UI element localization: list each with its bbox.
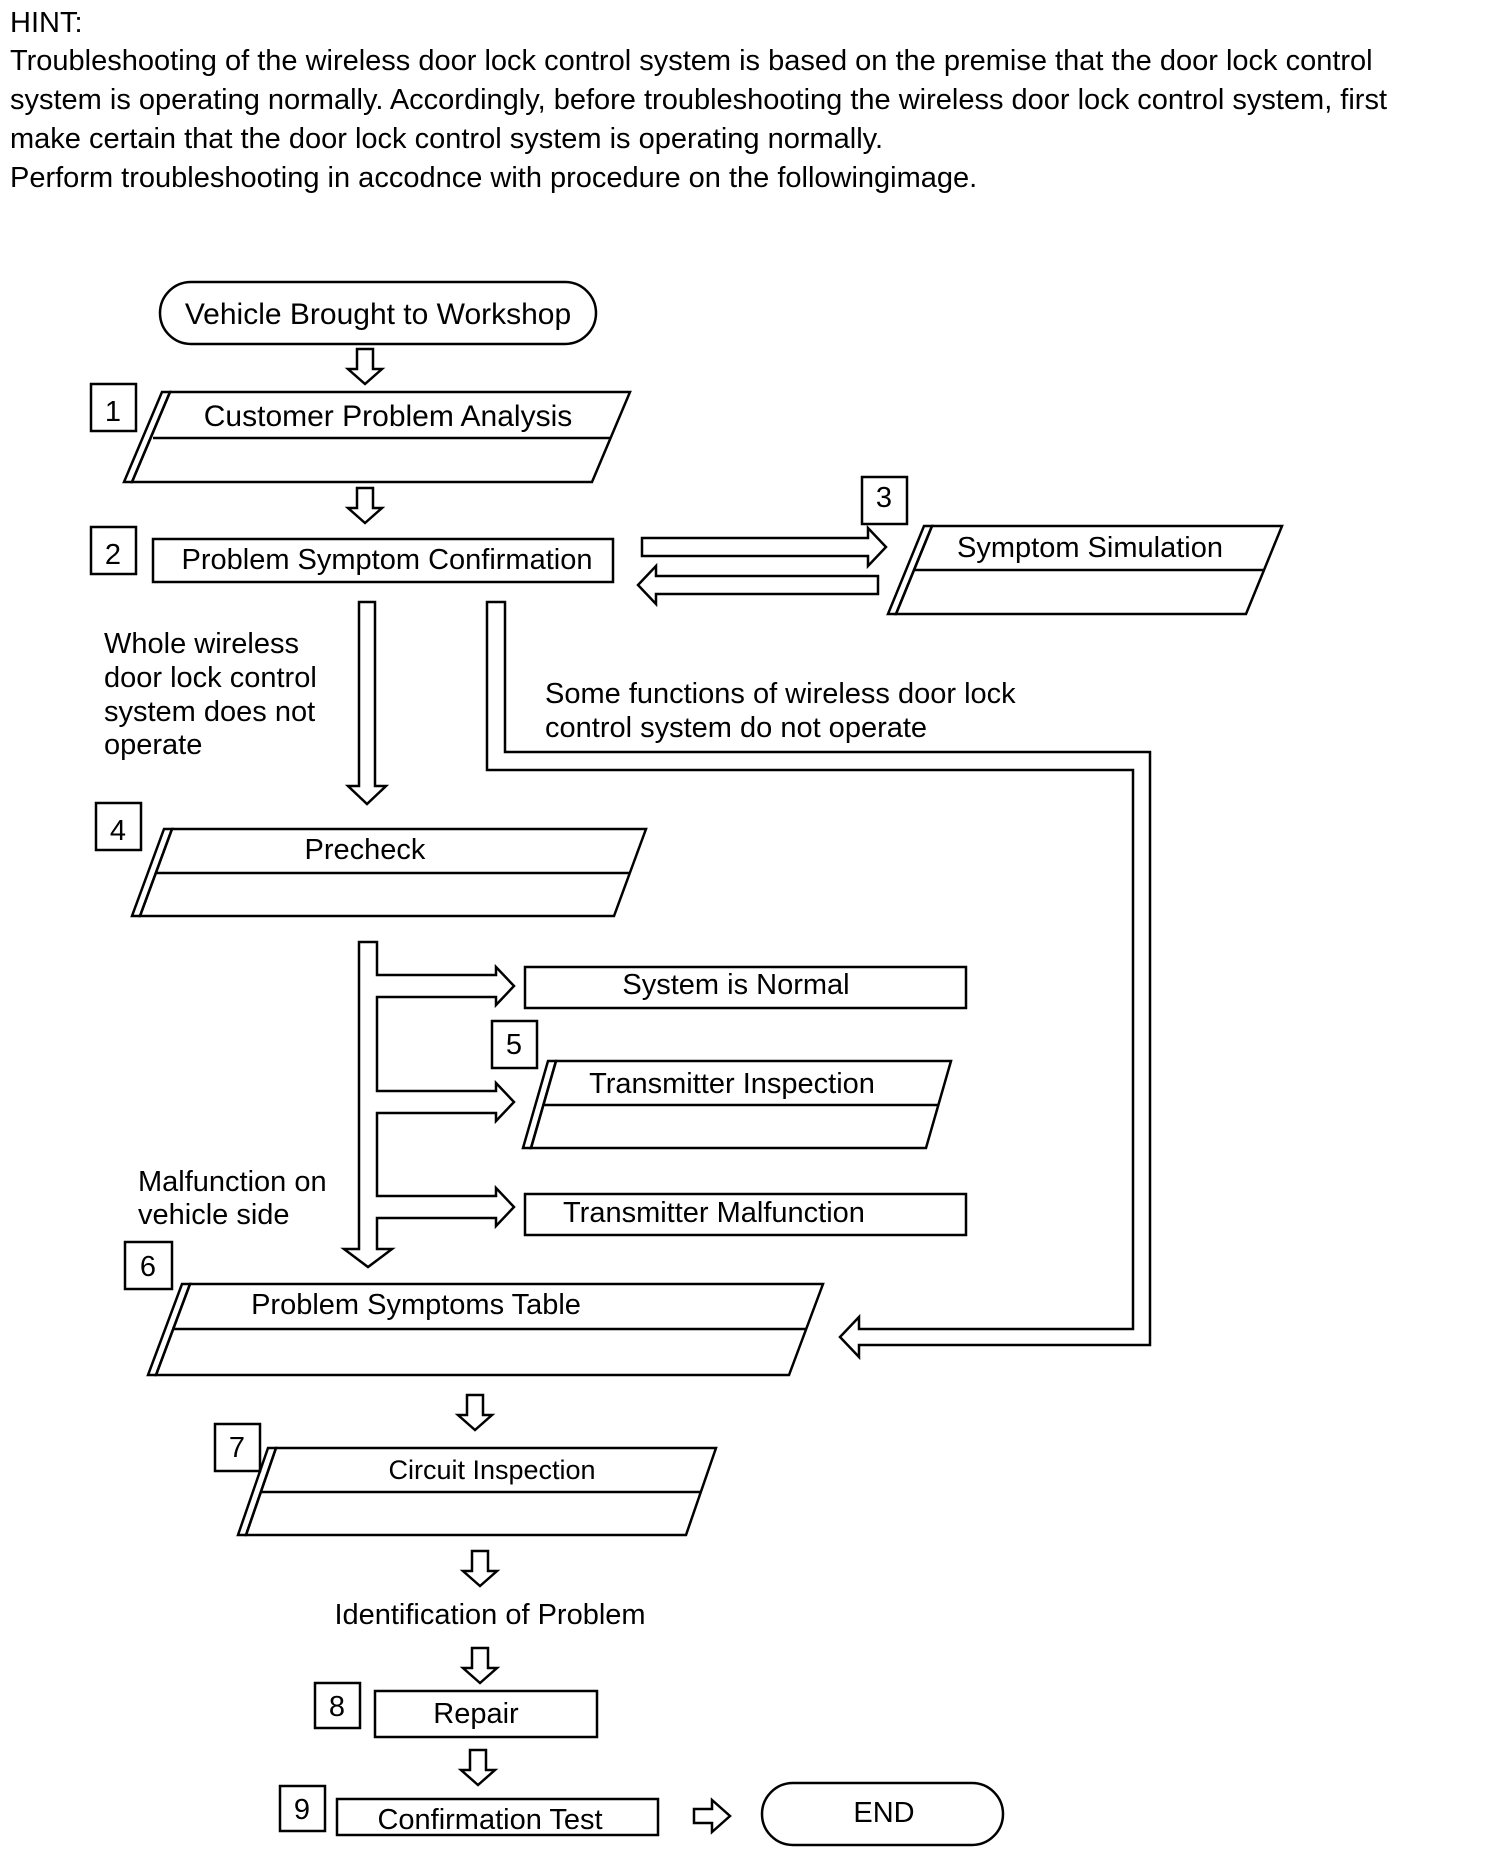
step-number-5 bbox=[490, 1019, 539, 1070]
branch-whole-line-3: system does not bbox=[104, 696, 315, 728]
step-3-label: Symptom Simulation bbox=[957, 532, 1223, 564]
branch-vehicle-line-2: vehicle side bbox=[138, 1199, 290, 1231]
step-number-3-label: 3 bbox=[876, 482, 892, 514]
down-arrow-icon bbox=[459, 1646, 501, 1685]
precheck-trunk bbox=[340, 940, 516, 1269]
step-number-4 bbox=[94, 801, 143, 852]
right-arrow-icon bbox=[640, 524, 888, 570]
step-8-box bbox=[373, 1689, 599, 1739]
step-number-2 bbox=[89, 525, 138, 576]
down-arrow-icon bbox=[344, 600, 390, 806]
step-number-5-label: 5 bbox=[506, 1029, 522, 1061]
step-8-label: Repair bbox=[433, 1698, 519, 1730]
branch-some-line-2: control system do not operate bbox=[545, 712, 927, 744]
start-terminator bbox=[158, 280, 598, 346]
step-1-label: Customer Problem Analysis bbox=[204, 400, 572, 433]
step-number-7-label: 7 bbox=[229, 1432, 245, 1464]
end-label: END bbox=[853, 1797, 914, 1829]
down-arrow-icon bbox=[344, 486, 386, 525]
branch-whole-line-2: door lock control bbox=[104, 662, 317, 694]
down-arrow-icon bbox=[454, 1393, 496, 1432]
step-number-8-label: 8 bbox=[329, 1691, 345, 1723]
step-5-label: Transmitter Inspection bbox=[589, 1068, 875, 1100]
step-4-label: Precheck bbox=[305, 834, 426, 866]
step-number-9 bbox=[278, 1784, 327, 1833]
step-7-label: Circuit Inspection bbox=[388, 1455, 595, 1485]
step-number-8 bbox=[313, 1681, 362, 1730]
down-arrow-icon bbox=[457, 1748, 499, 1787]
hint-block: HINT: Troubleshooting of the wireless do… bbox=[10, 4, 1500, 198]
some-functions-path bbox=[485, 600, 1152, 1361]
branch-some-line-1: Some functions of wireless door lock bbox=[545, 678, 1016, 710]
hint-line-1: Troubleshooting of the wireless door loc… bbox=[10, 45, 1373, 77]
step-number-6-label: 6 bbox=[140, 1251, 156, 1283]
branch-whole-line-4: operate bbox=[104, 729, 202, 761]
step-2-label: Problem Symptom Confirmation bbox=[182, 544, 593, 576]
start-label: Vehicle Brought to Workshop bbox=[185, 298, 571, 331]
step-number-7 bbox=[213, 1422, 262, 1473]
hint-line-2: system is operating normally. Accordingl… bbox=[10, 84, 1388, 116]
down-arrow-icon bbox=[344, 347, 386, 386]
step-9-box bbox=[335, 1797, 660, 1837]
hint-label: HINT: bbox=[10, 7, 83, 39]
step-number-6 bbox=[123, 1240, 174, 1291]
end-terminator bbox=[760, 1781, 1005, 1847]
system-normal-box bbox=[523, 965, 968, 1010]
step-number-9-label: 9 bbox=[294, 1794, 310, 1826]
down-arrow-icon bbox=[459, 1549, 501, 1588]
step-2-box bbox=[151, 537, 615, 584]
transmitter-malfunction-box bbox=[523, 1192, 968, 1237]
step-9-label: Confirmation Test bbox=[377, 1804, 602, 1836]
hint-line-4: Perform troubleshooting in accodnce with… bbox=[10, 162, 978, 194]
branch-vehicle-line-1: Malfunction on bbox=[138, 1166, 327, 1198]
branch-whole-line-1: Whole wireless bbox=[104, 628, 299, 660]
step-number-1 bbox=[89, 382, 138, 433]
identification-label: Identification of Problem bbox=[334, 1599, 645, 1631]
step-number-3 bbox=[860, 475, 909, 526]
hint-line-3: make certain that the door lock control … bbox=[10, 123, 884, 155]
step-number-1-label: 1 bbox=[105, 396, 121, 428]
step-number-4-label: 4 bbox=[110, 815, 126, 847]
system-normal-label: System is Normal bbox=[622, 969, 849, 1001]
right-arrow-icon bbox=[692, 1797, 732, 1835]
step-6-label: Problem Symptoms Table bbox=[251, 1289, 581, 1321]
left-arrow-icon bbox=[636, 562, 880, 608]
step-number-2-label: 2 bbox=[105, 539, 121, 571]
transmitter-malfunction-label: Transmitter Malfunction bbox=[563, 1197, 865, 1229]
